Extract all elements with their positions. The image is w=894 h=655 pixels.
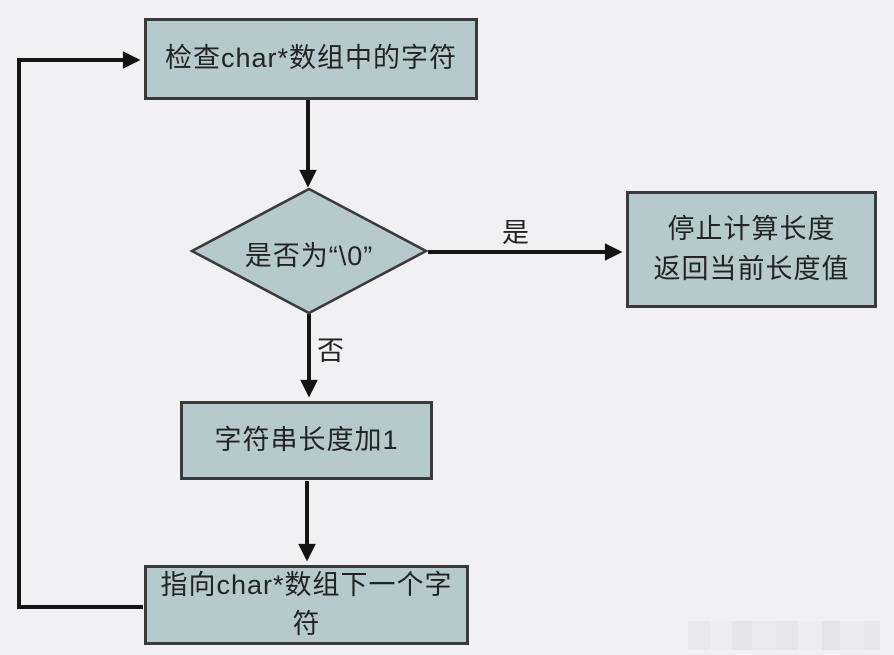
decision-diamond-shape [189, 187, 429, 315]
edge-label-yes: 是 [502, 218, 530, 248]
node-increment-length: 字符串长度加1 [180, 401, 433, 480]
node-stop-return-length: 停止计算长度 返回当前长度值 [626, 191, 877, 308]
blurred-watermark [688, 621, 880, 650]
node-stop-label-line2: 返回当前长度值 [653, 253, 850, 284]
node-check-char-array: 检查char*数组中的字符 [144, 18, 478, 100]
node-decision-label: 是否为“\0” [244, 241, 374, 271]
arrow-loop-next-to-check [17, 51, 143, 609]
node-increment-label: 字符串长度加1 [214, 424, 399, 455]
node-stop-label-line1: 停止计算长度 [667, 214, 836, 245]
node-point-next-char: 指向char*数组下一个字符 [144, 565, 469, 645]
node-check-label: 检查char*数组中的字符 [164, 43, 458, 74]
edge-label-no: 否 [317, 336, 345, 366]
node-next-label: 指向char*数组下一个字符 [160, 569, 453, 639]
